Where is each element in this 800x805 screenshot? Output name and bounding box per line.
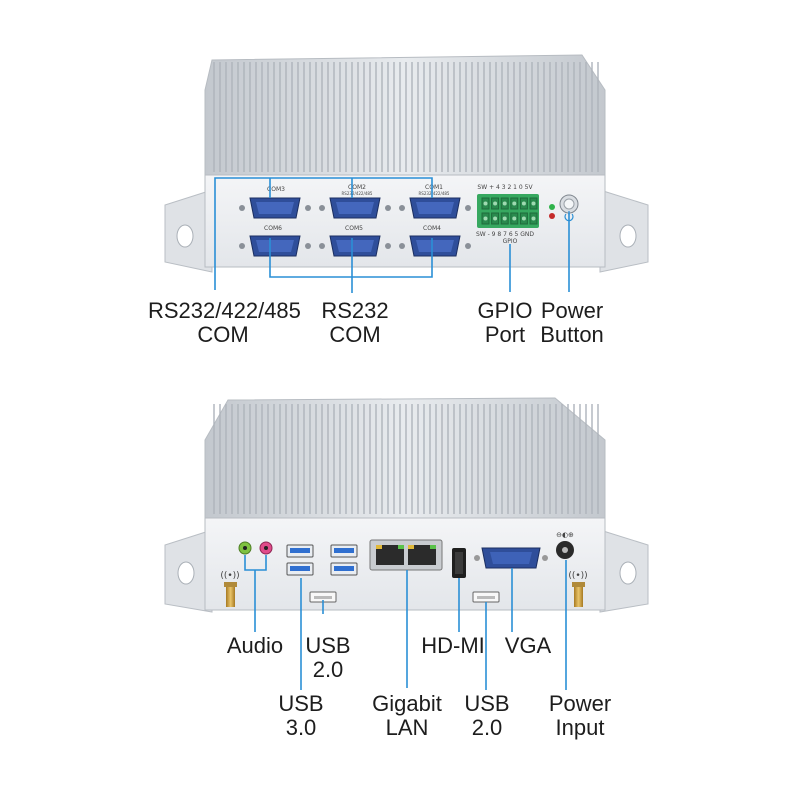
top-callout-lines <box>214 177 570 293</box>
callout-rs-com-line2: COM <box>197 322 249 347</box>
usb2-port-right <box>472 591 500 603</box>
lan-ports <box>369 539 443 571</box>
callout-gpio: GPIO Port <box>470 299 540 347</box>
wifi-antenna-right: ((•)) <box>568 571 588 607</box>
com2-tag: COM2 <box>348 184 366 191</box>
status-led-green <box>549 204 555 210</box>
callout-usb20-left-line2: 2.0 <box>312 657 344 682</box>
callout-audio-line1: Audio <box>226 633 284 658</box>
heatsink-fins <box>213 62 599 172</box>
dc-power-jack: ⊖◐⊕ <box>556 531 574 559</box>
callout-usb20-right-line2: 2.0 <box>471 715 503 740</box>
callout-power-button-line1: Power <box>540 298 604 323</box>
callout-usb30: USB 3.0 <box>268 692 334 740</box>
db9-port <box>399 235 471 257</box>
wifi-antenna-left: ((•)) <box>220 571 240 607</box>
callout-usb20-right: USB 2.0 <box>454 692 520 740</box>
db9-port <box>319 235 391 257</box>
callout-hdmi-line1: HD-MI <box>421 633 485 658</box>
callout-usb30-line2: 3.0 <box>285 715 317 740</box>
callout-power-input-line1: Power <box>548 691 612 716</box>
heatsink-top <box>204 54 606 181</box>
heatsink-fins-2 <box>213 404 599 514</box>
audio-jacks <box>238 541 273 555</box>
com3-tag: COM3 <box>267 186 285 193</box>
callout-power-button: Power Button <box>532 299 612 347</box>
callout-vga: VGA <box>498 634 558 658</box>
top-unit: COM3 COM2 RS232/422/485 COM1 RS232/422/4… <box>164 54 649 293</box>
callout-usb20-left: USB 2.0 <box>298 634 358 682</box>
com2-subtag: RS232/422/485 <box>342 191 373 196</box>
db9-port <box>239 235 311 257</box>
usb3-port <box>286 562 314 576</box>
usb3-port <box>330 544 358 558</box>
callout-audio: Audio <box>215 634 295 658</box>
callout-gpio-line2: Port <box>484 322 526 347</box>
com1-tag: COM1 <box>425 184 443 191</box>
status-led-red <box>549 213 555 219</box>
callout-gpio-line1: GPIO <box>477 298 533 323</box>
usb3-port <box>330 562 358 576</box>
usb3-port <box>286 544 314 558</box>
callout-rs232-com: RS232 COM <box>310 299 400 347</box>
svg-text:((•)): ((•)) <box>220 571 239 581</box>
gpio-bottom-pins: SW - 9 8 7 6 5 GND <box>476 231 534 238</box>
gpio-tag: GPIO <box>503 238 518 245</box>
callout-rs-com: RS232/422/485 COM <box>148 298 301 347</box>
callout-power-input-line2: Input <box>555 715 605 740</box>
gpio-terminal-block <box>477 194 539 228</box>
callout-usb30-line1: USB <box>278 691 324 716</box>
callout-gigabit-lan-line2: LAN <box>385 715 429 740</box>
callout-power-button-line2: Button <box>540 322 604 347</box>
gpio-top-pins: SW + 4 3 2 1 0 5V <box>477 184 533 191</box>
usb3-ports <box>286 544 358 576</box>
hdmi-port <box>452 548 466 578</box>
callout-usb20-left-line1: USB <box>305 633 351 658</box>
svg-text:⊖◐⊕: ⊖◐⊕ <box>556 531 574 539</box>
callout-vga-line1: VGA <box>504 633 552 658</box>
com4-tag: COM4 <box>423 225 441 232</box>
callout-usb20-right-line1: USB <box>464 691 510 716</box>
callout-gigabit-lan: Gigabit LAN <box>362 692 452 740</box>
svg-text:((•)): ((•)) <box>568 571 587 581</box>
power-button <box>559 194 579 222</box>
callout-rs-com-line1: RS232/422/485 <box>148 298 301 323</box>
callout-hdmi: HD-MI <box>410 634 496 658</box>
db9-port <box>399 197 471 219</box>
heatsink-top-2 <box>204 397 606 521</box>
callout-rs232-line2: COM <box>329 322 381 347</box>
db9-port <box>239 197 311 219</box>
callout-gigabit-lan-line1: Gigabit <box>372 691 442 716</box>
callout-power-input: Power Input <box>538 692 622 740</box>
com6-tag: COM6 <box>264 225 282 232</box>
vga-port <box>474 547 548 569</box>
callout-rs232-line1: RS232 <box>321 298 389 323</box>
com5-tag: COM5 <box>345 225 363 232</box>
com1-subtag: RS232/422/485 <box>419 191 450 196</box>
bottom-unit: ((•)) ((•)) <box>164 397 649 690</box>
bottom-callout-lines <box>244 555 567 690</box>
db9-port <box>319 197 391 219</box>
